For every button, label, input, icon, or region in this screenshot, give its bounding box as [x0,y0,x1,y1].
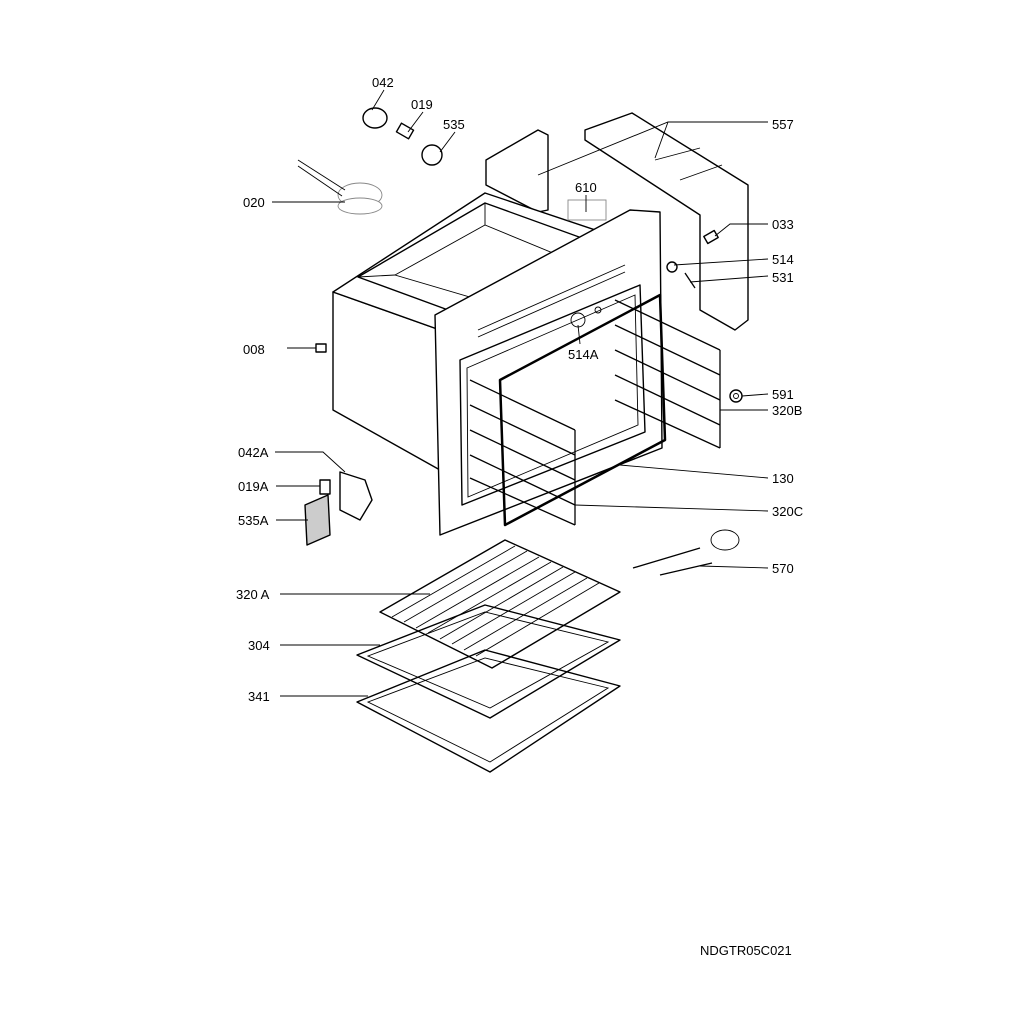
label-610: 610 [575,180,597,195]
label-570: 570 [772,561,794,576]
label-020: 020 [243,195,265,210]
part-labels: 042 019 535 557 020 610 033 514 531 008 … [236,75,803,958]
label-531: 531 [772,270,794,285]
label-033: 033 [772,217,794,232]
seal-part-341 [356,649,621,773]
label-591: 591 [772,387,794,402]
leader-lines [272,89,769,697]
label-019A: 019A [238,479,269,494]
label-535A: 535A [238,513,269,528]
label-304: 304 [248,638,270,653]
insulation-part-557 [485,112,749,331]
label-557: 557 [772,117,794,132]
label-019: 019 [411,97,433,112]
label-320C: 320C [772,504,803,519]
label-341: 341 [248,689,270,704]
label-130: 130 [772,471,794,486]
side-rack-part-320C [469,379,576,526]
label-514A: 514A [568,347,599,362]
label-514: 514 [772,252,794,267]
label-320B: 320B [772,403,802,418]
oven-cavity [332,192,663,536]
shelf-rack-part-320A [379,539,621,669]
small-parts [297,107,743,576]
side-rack-part-320B [614,299,721,449]
label-535: 535 [443,117,465,132]
door-seal-part-130 [498,293,667,527]
tray-part-304 [356,604,621,719]
label-008: 008 [243,342,265,357]
label-320A: 320 A [236,587,270,602]
drawing-code: NDGTR05C021 [700,943,792,958]
label-042: 042 [372,75,394,90]
label-042A: 042A [238,445,269,460]
